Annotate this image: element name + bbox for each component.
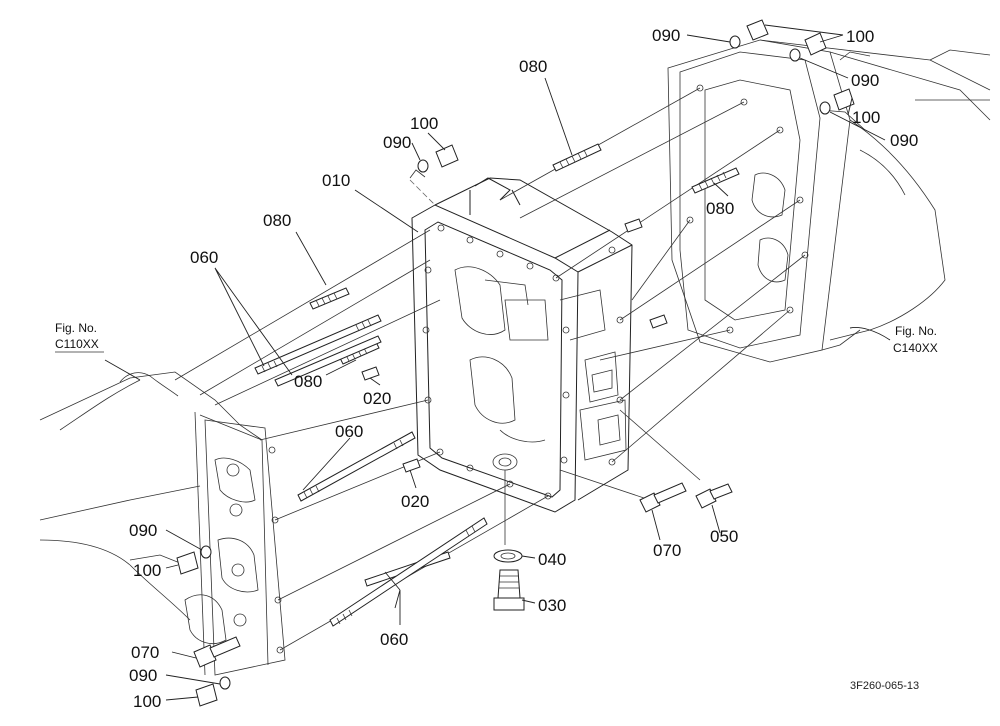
dowel-right-1 — [624, 218, 643, 233]
label-100-top-right: 100 — [846, 27, 874, 46]
bolt-070-left — [193, 636, 241, 668]
label-090-left-lower: 090 — [129, 666, 157, 685]
label-070-left: 070 — [131, 643, 159, 662]
bolt-070-right — [639, 482, 687, 513]
left-housing — [39, 371, 286, 676]
label-100-left-upper: 100 — [133, 561, 161, 580]
label-090-right: 090 — [890, 131, 918, 150]
label-030: 030 — [538, 596, 566, 615]
label-020-upper: 020 — [363, 389, 391, 408]
drawing-code: 3F260-065-13 — [850, 680, 919, 692]
label-090-upper-right: 090 — [851, 71, 879, 90]
stud-060-middle — [297, 431, 416, 502]
stud-080-right — [691, 167, 740, 194]
leader-lines — [104, 24, 891, 701]
label-080-right: 080 — [706, 199, 734, 218]
dowel-right-2 — [649, 314, 668, 329]
label-070-right: 070 — [653, 541, 681, 560]
left-fig-no: Fig. No. — [55, 321, 97, 335]
nut-set-top-right — [729, 19, 855, 115]
label-100-left-lower: 100 — [133, 692, 161, 711]
right-fig-no: Fig. No. — [895, 324, 937, 338]
center-housing-010 — [411, 177, 633, 513]
label-040: 040 — [538, 550, 566, 569]
label-080-left: 080 — [263, 211, 291, 230]
label-100-right: 100 — [852, 108, 880, 127]
dowel-020-lower — [402, 458, 421, 473]
label-060-middle: 060 — [335, 422, 363, 441]
stud-080-top — [552, 143, 602, 172]
washer-040 — [493, 549, 523, 563]
label-090-top-left: 090 — [652, 26, 680, 45]
label-060-lower: 060 — [380, 630, 408, 649]
part-labels: 010 080 060 080 080 080 020 060 020 060 … — [129, 26, 918, 711]
right-housing — [667, 39, 991, 363]
label-100-center: 100 — [410, 114, 438, 133]
label-090-left-upper: 090 — [129, 521, 157, 540]
label-020-lower: 020 — [401, 492, 429, 511]
label-090-center: 090 — [383, 133, 411, 152]
nut-set-center — [417, 144, 459, 173]
bolt-050 — [695, 483, 733, 509]
stud-060-lower — [329, 517, 488, 627]
stud-080-left — [309, 287, 350, 310]
label-060-upper: 060 — [190, 248, 218, 267]
figure-references: Fig. No. C110XX Fig. No. C140XX 3F260-06… — [55, 321, 938, 692]
label-010: 010 — [322, 171, 350, 190]
stud-060-upper — [254, 314, 382, 387]
dowel-020-upper — [361, 366, 380, 381]
right-fig-code: C140XX — [893, 341, 938, 355]
label-080-mid: 080 — [294, 372, 322, 391]
label-080-top: 080 — [519, 57, 547, 76]
nut-set-left — [176, 545, 231, 707]
left-fig-code: C110XX — [55, 337, 99, 351]
hardware — [176, 19, 855, 707]
plug-030 — [493, 569, 525, 611]
label-050: 050 — [710, 527, 738, 546]
